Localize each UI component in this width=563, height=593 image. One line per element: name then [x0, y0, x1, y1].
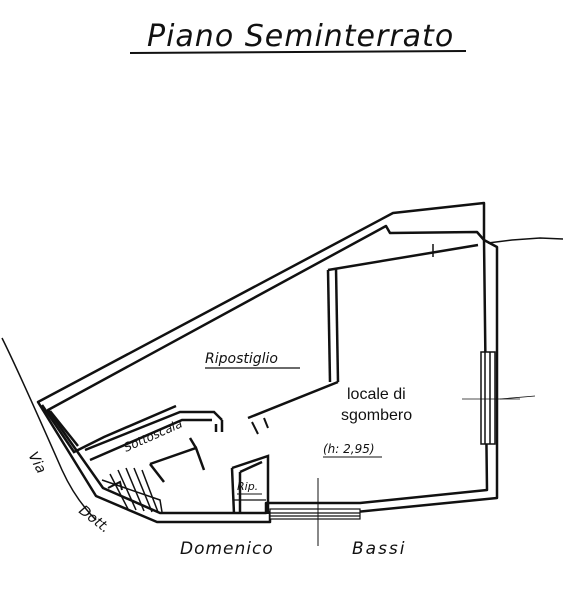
stairs	[101, 467, 163, 513]
street-label-bassi: Bassi	[352, 539, 407, 559]
rip-room	[230, 454, 270, 515]
window-bottom-wall	[269, 508, 361, 520]
room-label-locale-line2: sgombero	[341, 407, 412, 424]
room-label-rip: Rip.	[237, 480, 258, 493]
room-label-locale-line1: locale di	[347, 386, 406, 403]
title-underline	[129, 50, 467, 54]
terrain-mark	[487, 237, 563, 244]
sottoscala-box	[149, 437, 206, 483]
plan-title: Piano Seminterrato	[147, 19, 454, 54]
wall-stubs	[251, 417, 269, 435]
street-label-dott: Dott.	[76, 503, 113, 537]
window-right-wall	[462, 351, 536, 445]
room-height-label: (h: 2,95)	[323, 442, 375, 456]
corridor-walls	[40, 404, 224, 462]
room-label-ripostiglio: Ripostiglio	[205, 351, 278, 367]
partition-wall	[247, 243, 479, 420]
street-curb-line	[1, 337, 97, 521]
street-label-domenico: Domenico	[180, 539, 274, 559]
street-label-via: Via	[24, 449, 48, 476]
